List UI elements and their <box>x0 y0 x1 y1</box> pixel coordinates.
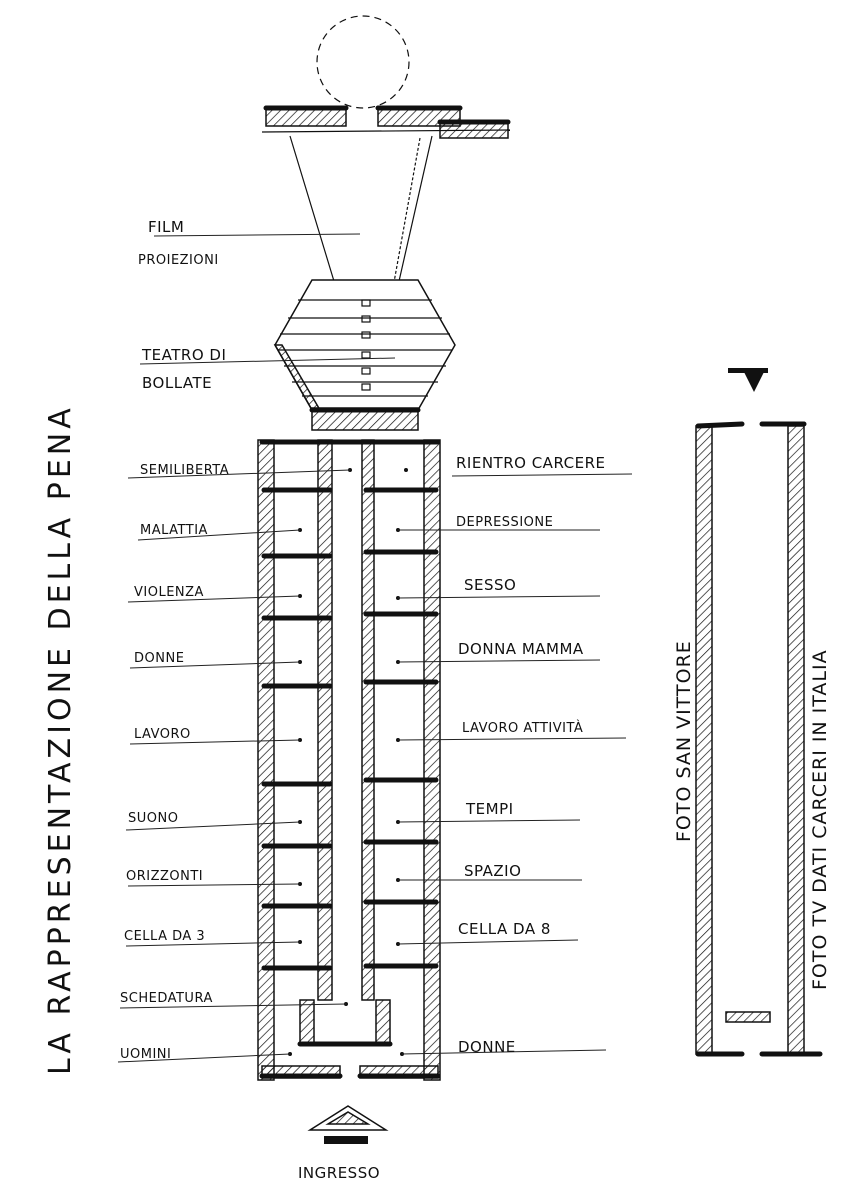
right-label: CELLA DA 8 <box>458 920 551 938</box>
left-label: CELLA DA 3 <box>124 929 205 944</box>
left-labels: SEMILIBERTA MALATTIA VIOLENZA DONNE LAVO… <box>120 463 229 1062</box>
left-label: MALATTIA <box>140 523 208 538</box>
right-label: DONNA MAMMA <box>458 640 584 658</box>
right-label: SESSO <box>464 576 516 594</box>
side-inner-label: FOTO SAN VITTORE <box>673 640 695 842</box>
right-label: RIENTRO CARCERE <box>456 454 605 472</box>
left-label: SUONO <box>128 811 178 826</box>
left-label: SCHEDATURA <box>120 991 213 1006</box>
cell-block <box>257 439 441 1081</box>
side-outer-label: FOTO TV DATI CARCERI IN ITALIA <box>809 649 831 990</box>
left-label: LAVORO <box>134 727 191 742</box>
label-teatro-1: TEATRO DI <box>141 346 226 364</box>
left-label: ORIZZONTI <box>126 869 203 884</box>
left-label: DONNE <box>134 651 184 666</box>
right-label: DEPRESSIONE <box>456 515 553 530</box>
diagram-title: LA RAPPRESENTAZIONE DELLA PENA <box>43 404 78 1075</box>
entrance-label: INGRESSO <box>298 1164 380 1182</box>
label-teatro-2: BOLLATE <box>142 374 212 392</box>
left-label: VIOLENZA <box>134 585 204 600</box>
label-film: FILM <box>148 218 184 236</box>
right-label: SPAZIO <box>464 862 521 880</box>
projection-room <box>261 15 511 401</box>
theatre-hexagon <box>273 279 456 431</box>
side-corridor <box>695 368 823 1057</box>
left-label: SEMILIBERTA <box>140 463 229 478</box>
cell-dividers <box>261 487 439 971</box>
entrance-arrow <box>307 1105 389 1144</box>
theatre-seats <box>361 299 371 391</box>
left-label: UOMINI <box>120 1047 171 1062</box>
right-labels: RIENTRO CARCERE DEPRESSIONE SESSO DONNA … <box>456 454 605 1056</box>
top-labels: FILM PROIEZIONI TEATRO DI BOLLATE <box>138 218 226 392</box>
right-label: DONNE <box>458 1038 516 1056</box>
label-proiezioni: PROIEZIONI <box>138 253 219 268</box>
leader-lines <box>117 233 633 1063</box>
right-label: LAVORO ATTIVITÀ <box>462 720 583 736</box>
right-label: TEMPI <box>465 800 514 818</box>
